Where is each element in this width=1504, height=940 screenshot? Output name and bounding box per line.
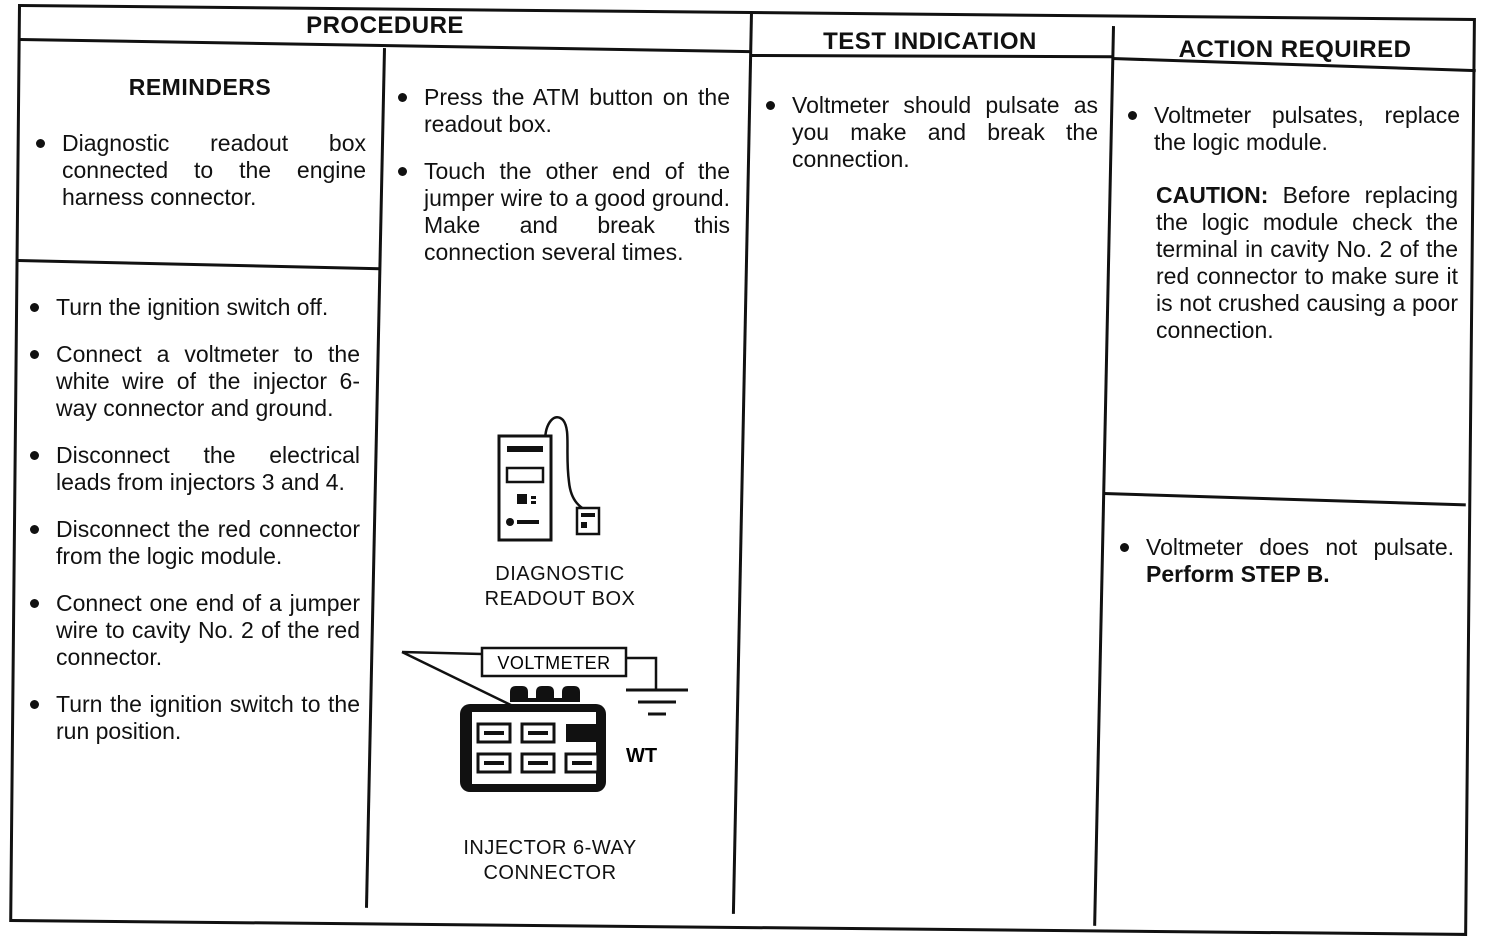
injector-connector-caption: INJECTOR 6-WAY CONNECTOR: [440, 836, 660, 886]
caption-line: INJECTOR 6-WAY: [463, 837, 637, 859]
test-indication-header: TEST INDICATION: [823, 28, 1037, 55]
caption-line: DIAGNOSTIC: [495, 563, 625, 585]
caution-label: CAUTION:: [1156, 182, 1269, 208]
action-top-list: Voltmeter pulsates, replace the logic mo…: [1120, 102, 1460, 176]
reminders-title: REMINDERS: [128, 74, 272, 100]
list-item: Voltmeter should pulsate as you make and…: [758, 92, 1098, 173]
list-item: Voltmeter pulsates, replace the logic mo…: [1120, 102, 1460, 156]
diagnostic-readout-box-illustration: [497, 416, 601, 542]
list-item: Connect a voltmeter to the white wire of…: [22, 341, 360, 422]
list-item: Disconnect the electrical leads from inj…: [22, 442, 360, 496]
diagnostic-box-caption: DIAGNOSTIC READOUT BOX: [470, 562, 650, 612]
perform-step-b: Perform STEP B.: [1146, 561, 1330, 587]
list-item: Connect one end of a jumper wire to cavi…: [22, 590, 360, 671]
wire-label: WT: [626, 745, 657, 767]
caption-line: READOUT BOX: [484, 588, 636, 610]
action-bottom-text: Voltmeter does not pulsate.: [1146, 534, 1454, 560]
caution-text: Before replacing the logic module check …: [1156, 182, 1458, 343]
reminders-list: Diagnostic readout box connected to the …: [28, 130, 366, 231]
injector-connector-illustration: VOLTMETER WT: [401, 646, 688, 792]
list-item: Voltmeter does not pulsate. Perform STEP…: [1112, 534, 1454, 588]
test-indication-list: Voltmeter should pulsate as you make and…: [758, 92, 1098, 193]
list-item: Press the ATM button on the readout box.: [390, 84, 730, 138]
procedure-header: PROCEDURE: [306, 12, 464, 39]
action-bottom-list: Voltmeter does not pulsate. Perform STEP…: [1112, 534, 1454, 608]
list-item: Turn the ignition switch off.: [22, 294, 360, 321]
caption-line: CONNECTOR: [483, 862, 617, 884]
procedure-left-list: Turn the ignition switch off. Connect a …: [22, 294, 360, 765]
voltmeter-label: VOLTMETER: [497, 653, 610, 673]
list-item: Disconnect the red connector from the lo…: [22, 516, 360, 570]
procedure-right-list: Press the ATM button on the readout box.…: [390, 84, 730, 286]
list-item: Diagnostic readout box connected to the …: [28, 130, 366, 211]
list-item: Touch the other end of the jumper wire t…: [390, 158, 730, 266]
caution-note: CAUTION: Before replacing the logic modu…: [1156, 182, 1458, 344]
action-required-header: ACTION REQUIRED: [1178, 36, 1412, 63]
list-item: Turn the ignition switch to the run posi…: [22, 691, 360, 745]
